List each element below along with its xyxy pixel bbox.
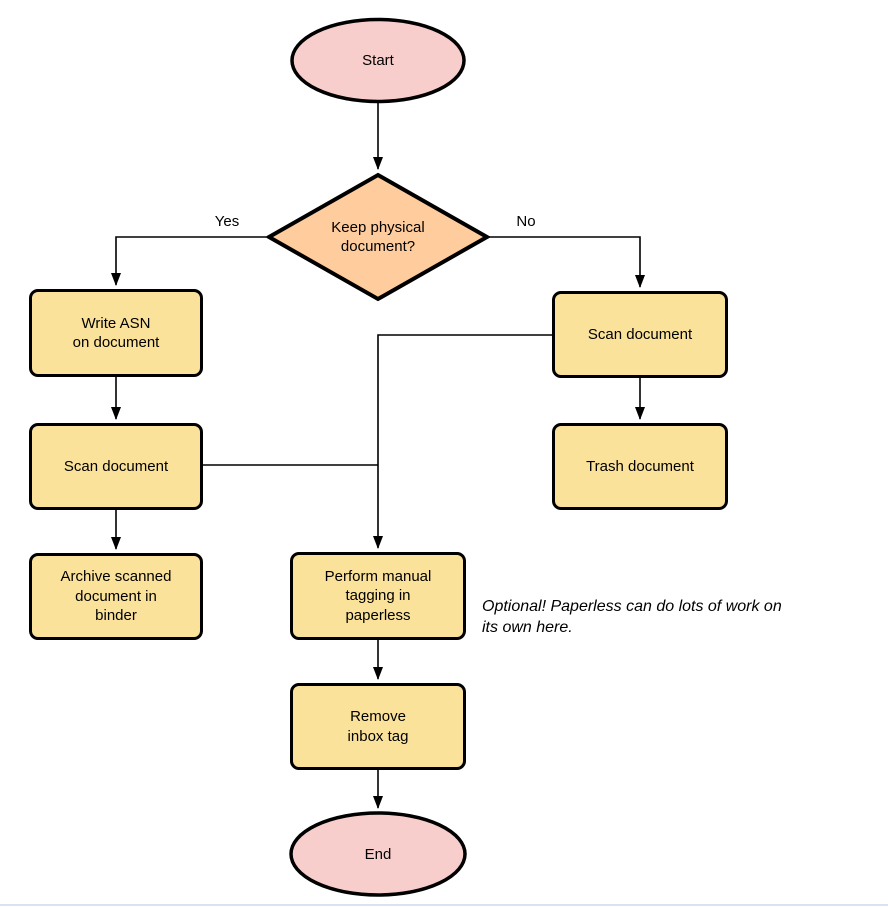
edge-decision-no-to-scan-right	[489, 236, 645, 288]
end-terminator-shape	[289, 811, 467, 897]
node-scan-document-right: Scan document	[552, 291, 728, 378]
decision-diamond-shape	[264, 172, 492, 302]
node-archive-scanned: Archive scanned document in binder	[29, 553, 203, 640]
edge-scan-right-to-tagging	[373, 334, 552, 549]
node-remove-inbox-tag-label: Remove inbox tag	[347, 708, 409, 745]
edge-decision-yes-to-write-asn	[111, 236, 266, 286]
node-remove-inbox-tag: Remove inbox tag	[290, 683, 466, 770]
node-scan-document-right-label: Scan document	[587, 325, 693, 343]
node-trash-document: Trash document	[552, 423, 728, 510]
node-scan-document-left-label: Scan document	[63, 457, 169, 475]
node-write-asn: Write ASN on document	[29, 289, 203, 377]
node-write-asn-label: Write ASN on document	[72, 314, 160, 352]
start-terminator-shape	[290, 17, 466, 104]
edge-label-no: No	[516, 212, 536, 230]
node-manual-tagging-label: Perform manual tagging in paperless	[324, 567, 432, 624]
node-scan-document-left: Scan document	[29, 423, 203, 510]
node-archive-scanned-label: Archive scanned document in binder	[60, 568, 172, 625]
node-manual-tagging: Perform manual tagging in paperless	[290, 552, 466, 640]
edge-label-yes: Yes	[214, 212, 240, 230]
optional-note: Optional! Paperless can do lots of work …	[482, 598, 782, 637]
node-trash-document-label: Trash document	[586, 457, 694, 475]
page-bottom-rule	[0, 904, 888, 906]
